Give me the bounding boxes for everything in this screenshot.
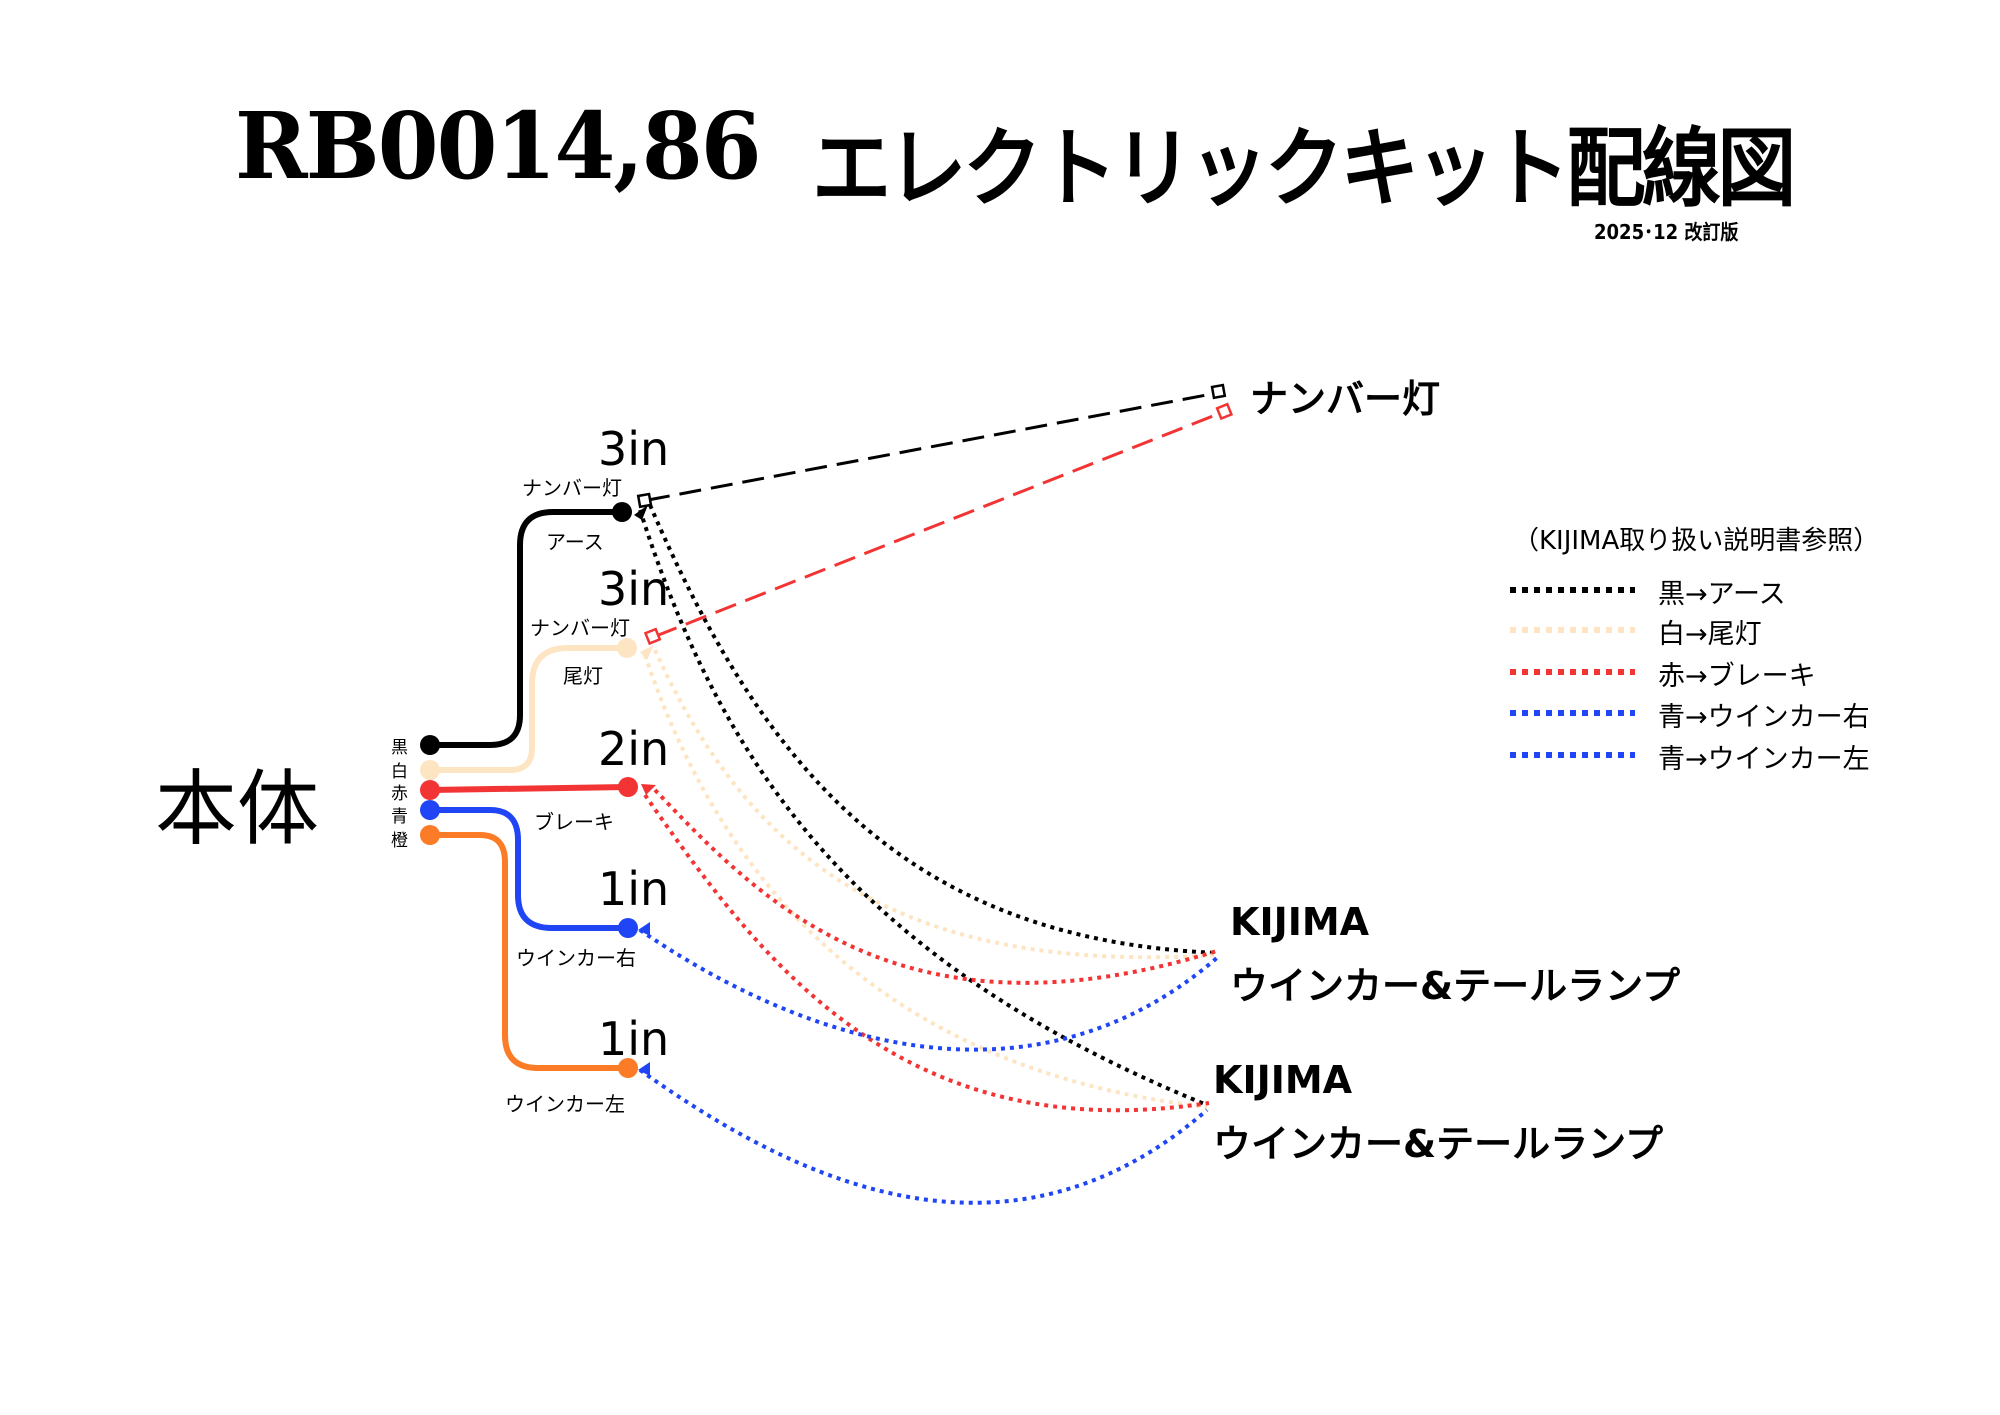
color-tag-blue: 青 xyxy=(391,807,408,827)
wire-dotted-white-to-lower-lamp xyxy=(643,654,1208,1109)
terminal-name-white: ナンバー灯 xyxy=(530,616,630,640)
body-label: 本体 xyxy=(155,762,320,857)
origin-dot-black xyxy=(420,735,440,755)
gauge-label-white: 3in xyxy=(598,562,670,616)
terminal-name-black: ナンバー灯 xyxy=(522,476,622,500)
arrowhead-red xyxy=(641,784,656,795)
upper-lamp-brand: KIJIMA xyxy=(1230,900,1370,944)
legend-item-blue-right: 青→ウインカー右 xyxy=(1658,702,1870,733)
legend-item-white: 白→尾灯 xyxy=(1658,619,1762,650)
lower-lamp-name: ウインカー&テールランプ xyxy=(1213,1122,1663,1166)
wire-dotted-white-to-upper-lamp xyxy=(653,649,1219,960)
legend-item-blue-left: 青→ウインカー左 xyxy=(1658,744,1870,775)
origin-dot-white xyxy=(420,760,440,780)
legend-item-black: 黒→アース xyxy=(1658,579,1786,610)
terminal-function-orange: ウインカー左 xyxy=(505,1092,625,1116)
arrowhead-blue xyxy=(638,922,650,936)
wire-dashed-black-to-number-light xyxy=(647,392,1213,502)
gauge-label-blue: 1in xyxy=(598,862,670,916)
gauge-label-red: 2in xyxy=(598,722,670,776)
terminal-dot-black xyxy=(612,502,632,522)
origin-dot-blue xyxy=(420,800,440,820)
color-tag-red: 赤 xyxy=(391,784,408,804)
terminal-function-blue: ウインカー右 xyxy=(516,946,636,970)
arrowhead-blue-left xyxy=(638,1062,650,1076)
wire-orange xyxy=(427,832,631,1071)
revision-label: 2025･12 改訂版 xyxy=(1594,220,1739,244)
wire-dashed-red-to-number-light xyxy=(655,412,1219,638)
origin-dot-red xyxy=(420,780,440,800)
wire-black xyxy=(427,509,625,748)
origin-dot-orange xyxy=(420,825,440,845)
upper-lamp-name: ウインカー&テールランプ xyxy=(1230,964,1680,1008)
connector-terminal-black xyxy=(636,492,653,509)
number-light-terminal-black xyxy=(1210,383,1227,400)
wire-blue xyxy=(427,807,631,931)
connector-terminal-red xyxy=(643,627,662,646)
number-light-terminal-red xyxy=(1215,402,1234,421)
gauge-label-orange: 1in xyxy=(598,1012,670,1066)
legend-item-red: 赤→ブレーキ xyxy=(1658,661,1816,692)
terminal-function-red: ブレーキ xyxy=(534,810,614,834)
color-tag-orange: 橙 xyxy=(391,831,408,851)
terminal-dot-orange xyxy=(618,1058,638,1078)
wire-dotted-blue-to-upper-lamp xyxy=(638,928,1220,1052)
legend-note: （KIJIMA取り扱い説明書参照） xyxy=(1513,526,1880,556)
wire-dotted-red-to-upper-lamp xyxy=(653,788,1221,985)
color-tag-white: 白 xyxy=(391,762,408,782)
wire-white xyxy=(427,645,630,773)
terminal-dot-blue xyxy=(618,918,638,938)
gauge-label-black: 3in xyxy=(598,422,670,476)
title-model-code: RB0014,86 xyxy=(235,92,762,200)
number-light-label: ナンバー灯 xyxy=(1250,377,1441,421)
wire-dotted-black-to-lower-lamp xyxy=(638,509,1208,1107)
color-tag-black: 黒 xyxy=(391,738,408,758)
lower-lamp-brand: KIJIMA xyxy=(1213,1058,1353,1102)
wire-red xyxy=(427,784,631,793)
wire-dotted-blue-to-lower-lamp xyxy=(638,1068,1209,1205)
arrowhead-white xyxy=(640,645,654,660)
terminal-function-black: アース xyxy=(546,530,604,554)
arrowhead-black xyxy=(634,505,648,520)
terminal-dot-white xyxy=(617,638,637,658)
wire-dotted-red-to-lower-lamp xyxy=(643,793,1210,1113)
wire-dotted-black-to-upper-lamp xyxy=(648,504,1219,955)
title-diagram-name: エレクトリックキット配線図 xyxy=(812,119,1796,219)
terminal-dot-red xyxy=(618,777,638,797)
terminal-function-white: 尾灯 xyxy=(563,664,603,688)
